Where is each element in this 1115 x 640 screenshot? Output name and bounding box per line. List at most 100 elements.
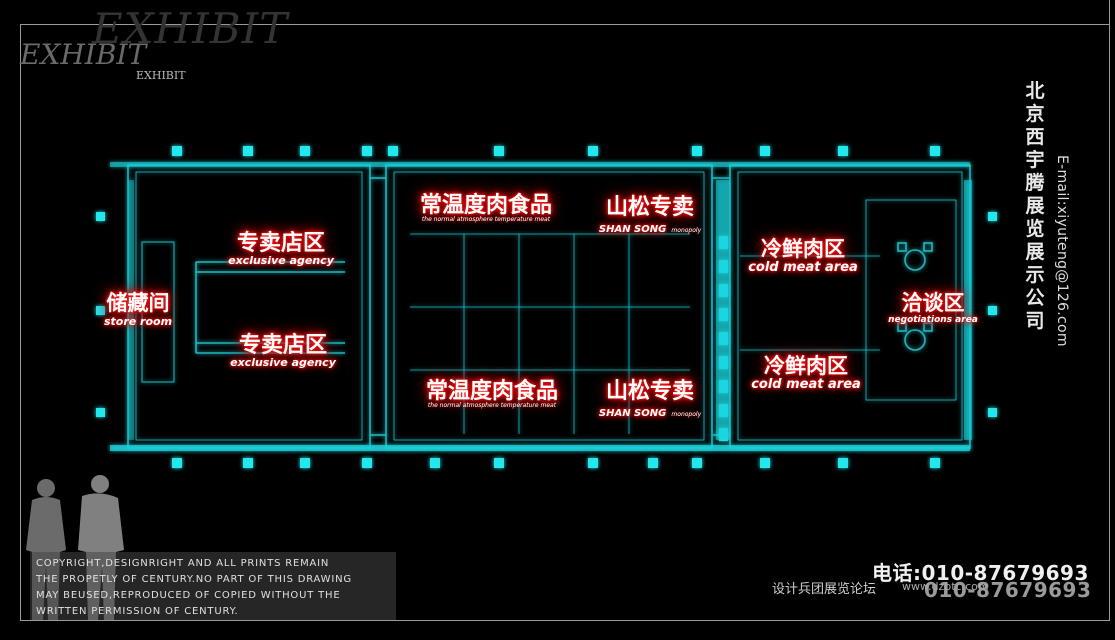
- zone-cold-meat-1-cn: 冷鲜肉区: [760, 237, 845, 261]
- column-bottom: [362, 458, 372, 468]
- chair-3: [897, 322, 907, 332]
- company-name-char: 展: [1025, 241, 1045, 263]
- column-right-3: [988, 408, 997, 417]
- negotiation-box: [865, 199, 957, 401]
- phone-number-echo: 010-87679693: [924, 578, 1092, 602]
- zone-cold-meat-2: 冷鲜肉区 cold meat area: [751, 350, 861, 392]
- hall-left-inner: [135, 171, 363, 441]
- negotiation-table-1: [904, 249, 926, 271]
- column-top: [172, 146, 182, 156]
- phone-number: 电话:010-87679693: [872, 561, 1089, 585]
- company-name-vertical: 北京西宇腾展览展示公司: [1022, 80, 1048, 333]
- zone-shansong-2: 山松专卖 SHAN SONG monopoly: [599, 373, 701, 420]
- column-right-2: [988, 306, 997, 315]
- zone-negotiation-en: negotiations area: [888, 315, 978, 325]
- column-bottom: [430, 458, 440, 468]
- column-top: [362, 146, 372, 156]
- wall-band-left: [128, 180, 134, 440]
- column-bottom: [588, 458, 598, 468]
- copyright-line-4: WRITTEN PERMISSION OF CENTURY.: [36, 606, 239, 617]
- zone-storage-en: store room: [103, 315, 173, 328]
- wall-band-bottom: [110, 445, 970, 451]
- zone-shansong-1: 山松专卖 SHAN SONG monopoly: [599, 189, 701, 236]
- company-name-char: 公: [1025, 287, 1045, 309]
- column-top: [692, 146, 702, 156]
- company-name-char: 览: [1025, 218, 1045, 240]
- column-top: [838, 146, 848, 156]
- zone-shansong-2-cn: 山松专卖: [605, 379, 695, 404]
- copyright-notice: COPYRIGHT,DESIGNRIGHT AND ALL PRINTS REM…: [30, 552, 396, 620]
- frame-left-line: [20, 24, 21, 620]
- forum-watermark: 设计兵团展览论坛: [772, 582, 877, 597]
- column-bottom: [838, 458, 848, 468]
- chair-2: [923, 242, 933, 252]
- zone-negotiation: 洽谈区 negotiations area: [888, 287, 978, 325]
- zone-cold-meat-1: 冷鲜肉区 cold meat area: [748, 233, 858, 275]
- company-email: E-mail:xiyuteng@126.com: [1054, 155, 1070, 347]
- hall-center-inner: [393, 171, 705, 441]
- chair-1: [897, 242, 907, 252]
- column-bottom: [692, 458, 702, 468]
- column-bottom: [243, 458, 253, 468]
- zone-shansong-1-en: SHAN SONG: [598, 224, 667, 235]
- column-left-1: [96, 212, 105, 221]
- column-bottom: [760, 458, 770, 468]
- logo-exhibit-large: EXHIBIT: [92, 4, 289, 53]
- frame-top-line: [20, 24, 1110, 25]
- column-left-2: [96, 306, 105, 315]
- company-name-char: 示: [1025, 264, 1045, 286]
- zone-cold-meat-2-en: cold meat area: [751, 377, 861, 392]
- column-bottom: [930, 458, 940, 468]
- zone-normal-meat-2-en: the normal atmosphere temperature meat: [427, 402, 557, 409]
- column-top: [388, 146, 398, 156]
- column-top: [300, 146, 310, 156]
- zone-exclusive-1: 专卖店区 exclusive agency: [228, 225, 334, 267]
- column-bottom: [494, 458, 504, 468]
- copyright-line-2: THE PROPETLY OF CENTURY.NO PART OF THIS …: [36, 574, 352, 585]
- column-top: [243, 146, 253, 156]
- zone-normal-meat-1-cn: 常温度肉食品: [419, 193, 553, 218]
- company-name-char: 展: [1025, 195, 1045, 217]
- zone-exclusive-2-en: exclusive agency: [230, 356, 336, 369]
- column-top: [588, 146, 598, 156]
- plan-wall-bands: [110, 162, 972, 451]
- forum-url-watermark: www.dzbtc.com: [902, 580, 989, 593]
- copyright-line-3: MAY BEUSED,REPRODUCED OF COPIED WITHOUT …: [36, 590, 341, 601]
- negotiation-table-2: [904, 329, 926, 351]
- wall-band-far-right: [964, 180, 972, 440]
- zone-exclusive-2: 专卖店区 exclusive agency: [230, 327, 336, 369]
- store-room-box: [141, 241, 175, 383]
- column-right-1: [988, 212, 997, 221]
- company-name-char: 司: [1025, 310, 1045, 332]
- zone-normal-meat-1: 常温度肉食品 the normal atmosphere temperature…: [420, 187, 552, 223]
- zone-normal-meat-2-cn: 常温度肉食品: [425, 379, 559, 404]
- zone-cold-meat-2-cn: 冷鲜肉区: [763, 354, 848, 378]
- zone-shansong-2-en-tiny: monopoly: [671, 411, 702, 418]
- hall-right-inner: [737, 171, 963, 441]
- column-left-3: [96, 408, 105, 417]
- zone-exclusive-1-cn: 专卖店区: [236, 231, 325, 256]
- column-top: [760, 146, 770, 156]
- column-bottom: [300, 458, 310, 468]
- logo-exhibit-small: EXHIBIT: [136, 69, 186, 82]
- wall-band-right-connector: [716, 180, 730, 440]
- column-top: [930, 146, 940, 156]
- zone-exclusive-1-en: exclusive agency: [228, 254, 334, 267]
- copyright-line-1: COPYRIGHT,DESIGNRIGHT AND ALL PRINTS REM…: [36, 558, 330, 569]
- column-bottom: [648, 458, 658, 468]
- logo-exhibit-medium: EXHIBIT: [20, 38, 147, 71]
- zone-cold-meat-1-en: cold meat area: [748, 260, 858, 275]
- zone-storage: 储藏间 store room: [104, 287, 172, 328]
- zone-normal-meat-2: 常温度肉食品 the normal atmosphere temperature…: [426, 373, 558, 409]
- company-name-char: 西: [1025, 126, 1045, 148]
- company-name-char: 京: [1025, 103, 1045, 125]
- zone-shansong-1-en-tiny: monopoly: [671, 227, 702, 234]
- zone-shansong-1-cn: 山松专卖: [605, 195, 695, 220]
- company-name-char: 腾: [1025, 172, 1045, 194]
- chair-4: [923, 322, 933, 332]
- zone-normal-meat-1-en: the normal atmosphere temperature meat: [421, 216, 551, 223]
- company-name-char: 北: [1025, 80, 1045, 102]
- zone-exclusive-2-cn: 专卖店区: [238, 333, 327, 358]
- wall-band-top: [110, 162, 970, 167]
